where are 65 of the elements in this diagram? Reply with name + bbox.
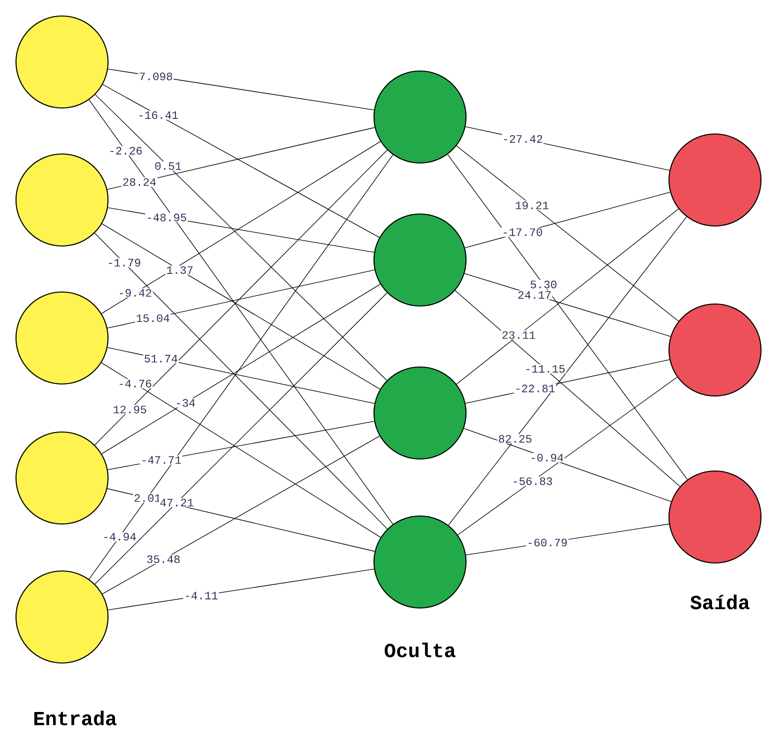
weight-label: -1.79 [106, 258, 142, 268]
weight-label: -22.81 [514, 384, 556, 394]
weight-label: -47.71 [140, 455, 182, 465]
weight-label: -4.11 [183, 591, 219, 600]
connection-line [456, 208, 679, 384]
connection-line [456, 146, 679, 322]
neuron-circle [15, 431, 109, 525]
weight-label: 47.21 [158, 498, 195, 508]
connection-line [447, 154, 688, 480]
weight-label: 12.95 [112, 404, 148, 414]
neuron-circle [373, 515, 467, 609]
weight-label: -4.76 [117, 378, 153, 388]
connection-line [102, 84, 380, 238]
weight-label: 7.098 [138, 72, 174, 82]
connection-line [94, 292, 388, 584]
weight-label: 5.30 [529, 280, 558, 290]
neuron-circle [373, 366, 467, 460]
weight-label: -4.94 [102, 532, 138, 542]
weight-label: 82.25 [497, 434, 533, 444]
connection-line [101, 284, 381, 454]
connection-line [101, 362, 381, 538]
neuron-circle [373, 70, 467, 164]
neuron-circle [15, 570, 109, 664]
weight-label: 15.04 [135, 314, 171, 323]
neuron-circle [373, 213, 467, 307]
weight-label: -34 [174, 398, 196, 408]
weight-label: 2.01 [133, 493, 162, 503]
connection-line [454, 290, 680, 487]
weight-label: -17.70 [501, 228, 544, 237]
connection-line [88, 154, 394, 580]
weight-label: -60.79 [526, 538, 568, 548]
neuron-circle [668, 303, 762, 397]
weight-label: -48.95 [145, 212, 188, 222]
weight-label: 1.37 [165, 265, 194, 275]
neuron-circle [15, 153, 109, 247]
connection-line [94, 232, 388, 530]
connection-line [102, 436, 380, 594]
connection-line [457, 376, 678, 536]
neuron-circle [668, 133, 762, 227]
layer-title: Entrada [34, 710, 116, 726]
weight-label: -2.26 [108, 146, 144, 156]
neuron-circle [15, 291, 109, 385]
connection-line [101, 141, 381, 314]
weight-label: 0.51 [154, 161, 183, 171]
connection-line [94, 150, 388, 446]
neuron-circle [668, 470, 762, 564]
neuron-circle [15, 15, 109, 109]
weight-label: 19.21 [514, 200, 550, 210]
connection-line [448, 216, 687, 526]
weight-label: -9.42 [117, 288, 153, 298]
connection-line [102, 223, 380, 390]
weight-label: -56.83 [511, 476, 554, 486]
weight-label: -16.41 [136, 110, 180, 120]
weight-label: -27.42 [501, 134, 544, 144]
weight-label: 28.24 [122, 177, 158, 187]
weight-label: 35.48 [146, 554, 182, 564]
layer-title: Saída [690, 594, 750, 610]
weight-label: 23.11 [500, 330, 536, 340]
weight-label: 24.17 [516, 290, 552, 300]
weight-label: -11.15 [524, 364, 566, 374]
weight-label: 51.74 [143, 354, 179, 364]
weight-label: -0.94 [528, 453, 565, 462]
connection-line [88, 100, 394, 524]
layer-title: Oculta [384, 642, 456, 658]
connection-line [94, 94, 388, 381]
